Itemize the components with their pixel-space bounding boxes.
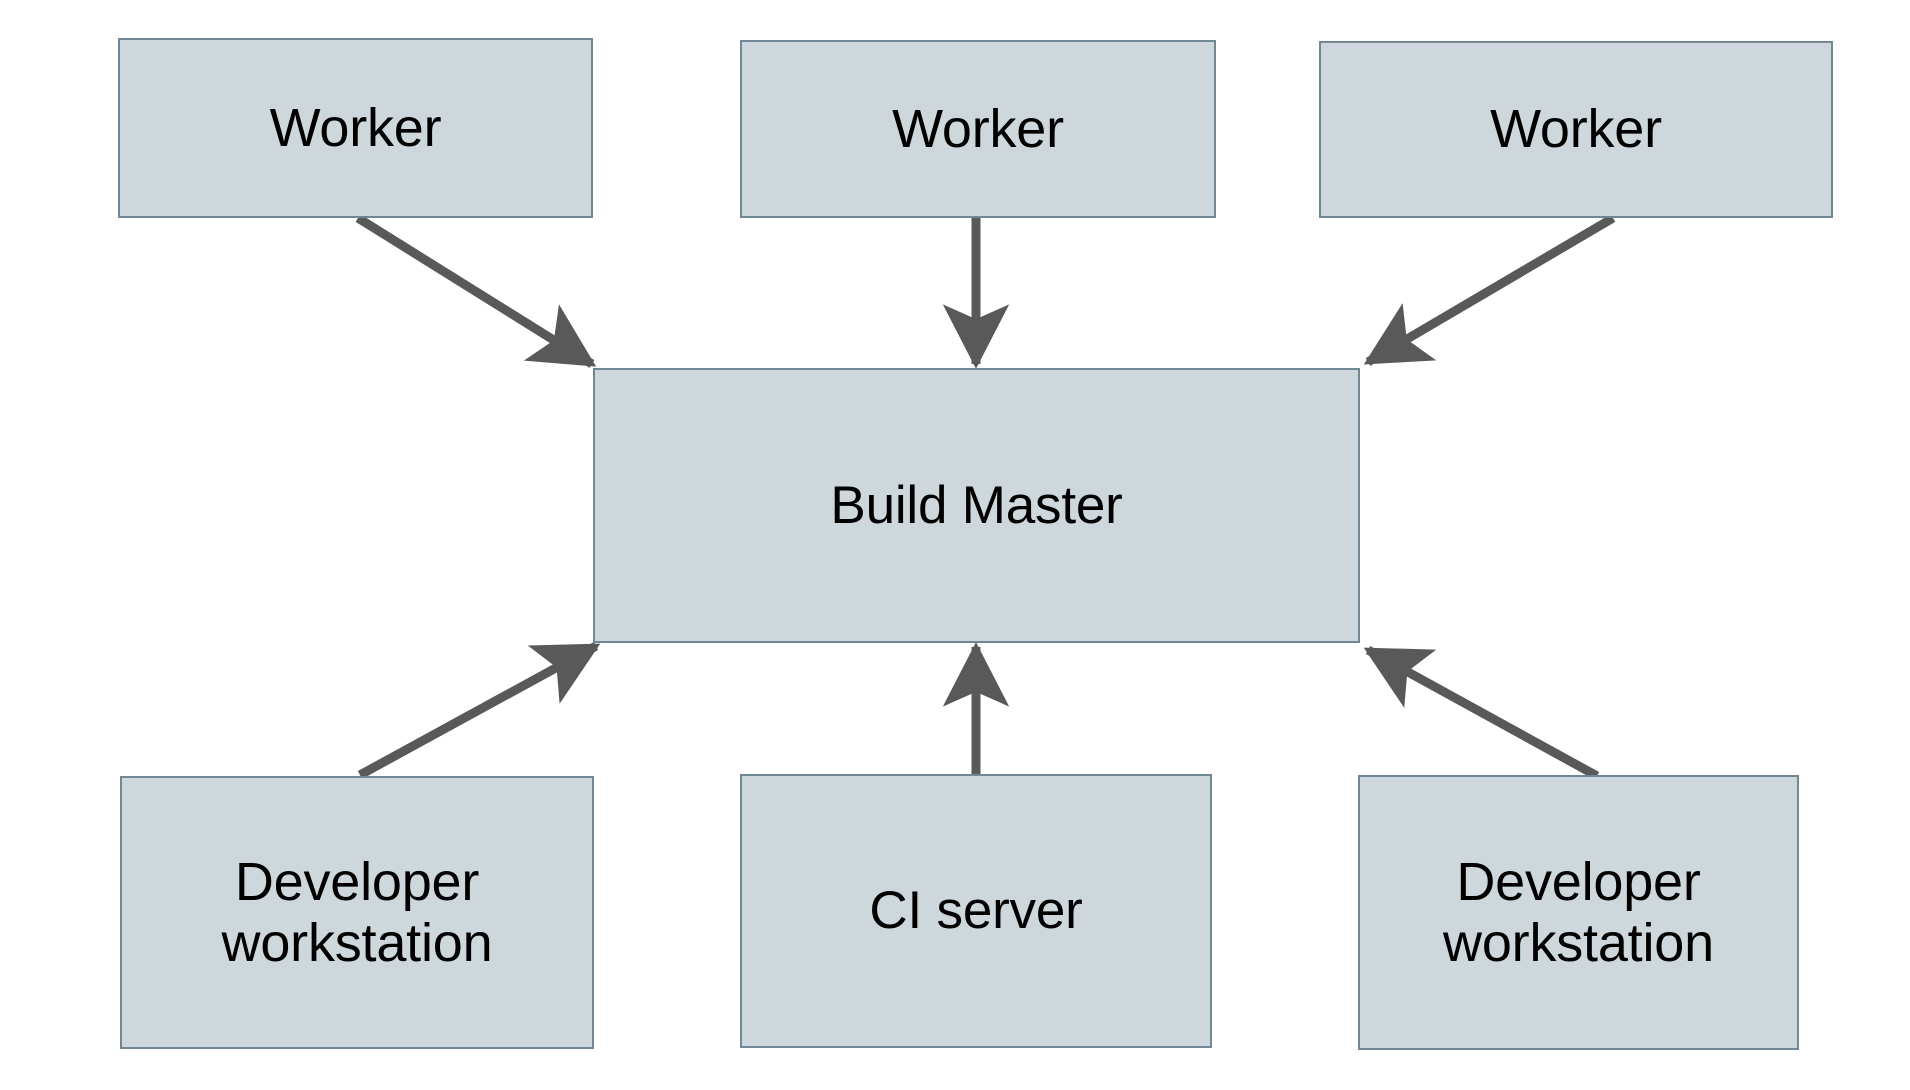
node-build-master-label: Build Master [830,475,1123,535]
node-developer-workstation-right-label: Developer workstation [1443,852,1714,973]
node-worker-1-label: Worker [269,97,442,158]
node-worker-3[interactable]: Worker [1319,41,1833,218]
node-ci-server[interactable]: CI server [740,774,1212,1048]
edge-devright-to-master [1363,646,1600,780]
node-worker-2-label: Worker [892,98,1064,159]
node-developer-workstation-left-label: Developer workstation [221,852,493,973]
node-worker-1[interactable]: Worker [118,38,593,218]
edge-devleft-to-master [357,642,601,779]
node-worker-3-label: Worker [1490,99,1662,160]
node-ci-server-label: CI server [869,881,1083,941]
node-worker-2[interactable]: Worker [740,40,1216,218]
edge-worker3-to-master [1363,214,1616,366]
node-developer-workstation-left[interactable]: Developer workstation [120,776,594,1049]
node-build-master[interactable]: Build Master [593,368,1360,643]
edge-worker1-to-master [355,214,597,368]
node-developer-workstation-right[interactable]: Developer workstation [1358,775,1799,1050]
